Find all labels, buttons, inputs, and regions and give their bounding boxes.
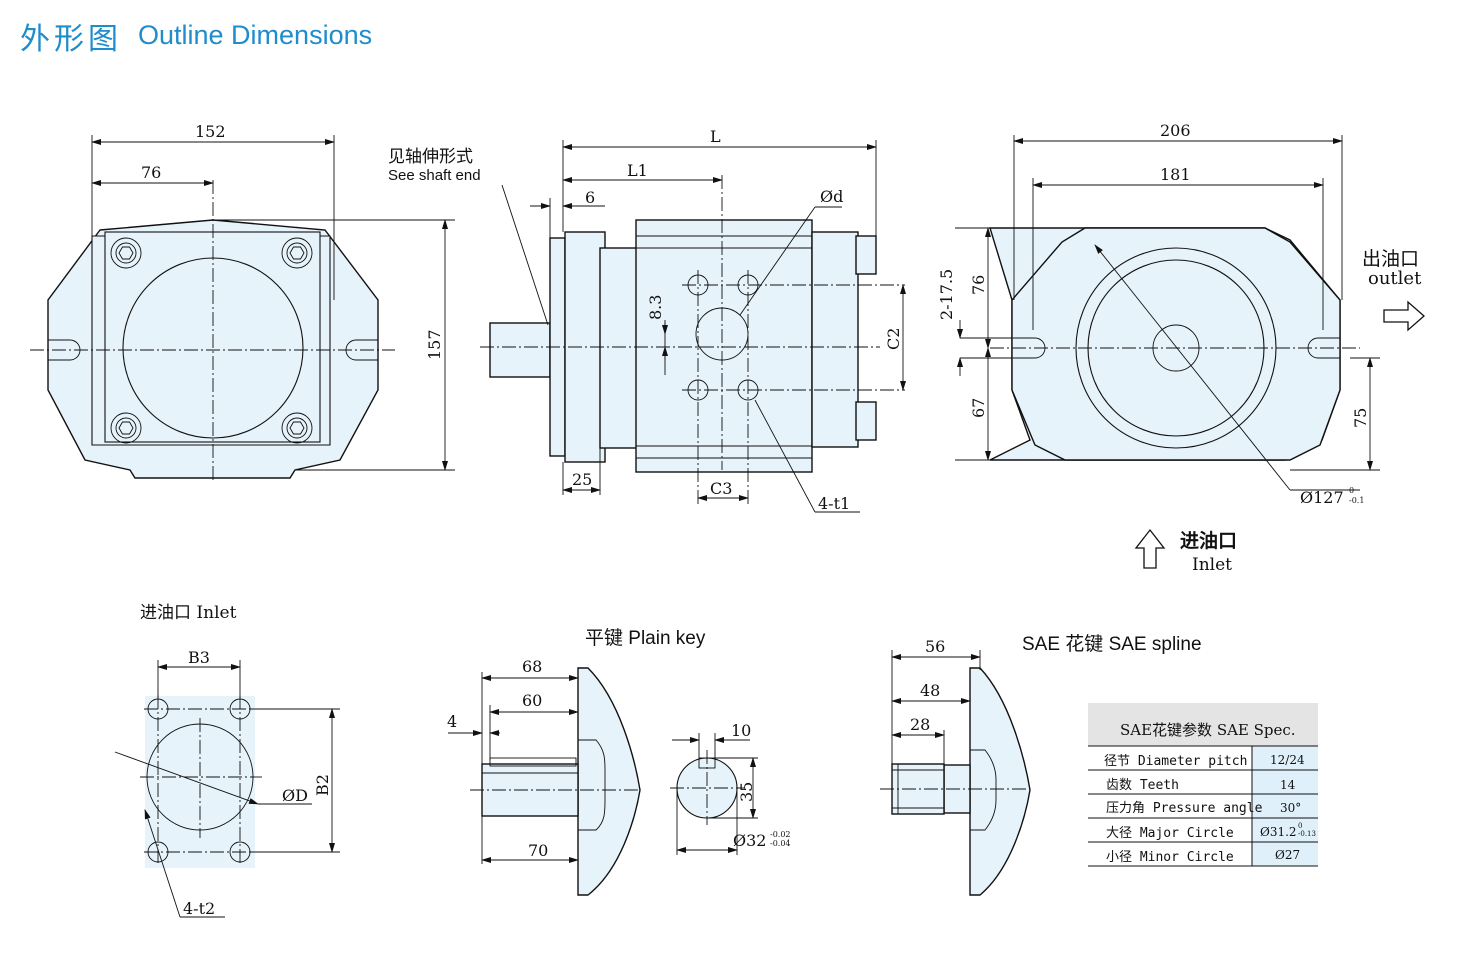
dim-height: 157 (425, 329, 444, 360)
page-title-en: Outline Dimensions (138, 20, 373, 50)
label-4-t1: 4-t1 (818, 494, 850, 513)
plain-key-view: 平键 Plain key 68 60 4 70 10 (447, 627, 791, 896)
bolt-icon (281, 237, 313, 269)
dim-C3: C3 (710, 479, 732, 498)
dim-75: 75 (1351, 408, 1370, 428)
dim-L1: L1 (627, 161, 648, 180)
dim-B2: B2 (313, 774, 332, 796)
inlet-flange-view: 进油口 Inlet B3 B2 ØD 4-t2 (114, 603, 340, 918)
spec-row-label: 压力角 Pressure angle (1106, 801, 1263, 816)
front-view: 152 76 157 (30, 122, 455, 482)
sae-spline-title: SAE 花键 SAE spline (1022, 633, 1202, 655)
spec-row-label: 齿数 Teeth (1106, 778, 1179, 793)
spec-row-value: Ø31.2 (1260, 825, 1297, 839)
inlet-cn: 进油口 (1180, 530, 1237, 552)
dim-d: Ød (820, 187, 843, 206)
dim-32: Ø32 (733, 831, 766, 850)
spec-row-label: 大径 Major Circle (1106, 826, 1234, 841)
dim-56: 56 (925, 637, 945, 656)
label-4-t2: 4-t2 (183, 899, 215, 918)
spec-row-tol-up: 0 (1298, 822, 1302, 830)
spec-table: SAE花键参数 SAE Spec. 径节 Diameter pitch 12/2… (1088, 703, 1318, 867)
arrow-right-icon (1383, 300, 1425, 332)
dim-25: 25 (572, 470, 592, 489)
dim-10: 10 (731, 721, 751, 740)
dim-28: 28 (910, 715, 930, 734)
dim-L: L (710, 127, 721, 146)
dim-6: 6 (585, 188, 595, 207)
dim-60: 60 (522, 691, 542, 710)
dim-4: 4 (447, 712, 457, 731)
dim-181: 181 (1160, 165, 1191, 184)
tol-127-low: -0.1 (1349, 496, 1364, 505)
dim-B3: B3 (188, 648, 210, 667)
dim-2-17-5: 2-17.5 (937, 269, 956, 320)
side-view: L L1 6 Ød 8.3 C2 C3 25 4-t1 见轴伸形式 See sh… (388, 127, 906, 513)
bolt-icon (110, 237, 142, 269)
sae-spline-view: SAE 花键 SAE spline 56 48 28 (880, 633, 1202, 896)
spec-row-value: 30° (1280, 801, 1301, 815)
dim-D: ØD (282, 786, 308, 805)
page-title-cn: 外形图 (20, 22, 122, 57)
spec-row-label: 小径 Minor Circle (1106, 850, 1234, 865)
dim-68: 68 (522, 657, 542, 676)
dim-35: 35 (737, 782, 756, 802)
tol-32-low: -0.04 (770, 839, 791, 848)
dim-8-3: 8.3 (646, 295, 665, 320)
plain-key-title: 平键 Plain key (585, 627, 706, 649)
rear-view: 206 181 2-17.5 76 67 75 Ø127 0 -0.1 出油口 … (937, 121, 1425, 575)
spec-table-header: SAE花键参数 SAE Spec. (1120, 721, 1296, 739)
dim-48: 48 (920, 681, 940, 700)
spec-row-label: 径节 Diameter pitch (1104, 754, 1247, 769)
dim-67: 67 (969, 398, 988, 418)
outlet-cn: 出油口 (1362, 248, 1419, 270)
inlet-en: Inlet (1192, 555, 1232, 575)
bolt-icon (281, 412, 313, 444)
bolt-icon (110, 412, 142, 444)
shaft-note-en: See shaft end (388, 167, 481, 184)
outlet-en: outlet (1368, 268, 1422, 289)
spec-row-tol-low: -0.13 (1298, 830, 1316, 838)
dim-C2: C2 (884, 328, 903, 350)
dim-76-rear: 76 (969, 275, 988, 295)
dim-70: 70 (528, 841, 548, 860)
tol-127-up: 0 (1349, 486, 1354, 495)
dim-width: 152 (195, 122, 226, 141)
arrow-up-icon (1134, 528, 1166, 569)
spec-row-value: 12/24 (1270, 753, 1305, 767)
shaft-note-cn: 见轴伸形式 (388, 147, 473, 167)
tol-32-up: -0.02 (770, 830, 791, 839)
dim-half: 76 (141, 163, 161, 182)
dim-206: 206 (1160, 121, 1191, 140)
spec-row-value: Ø27 (1275, 848, 1300, 862)
inlet-flange-label: 进油口 Inlet (140, 603, 237, 623)
spec-row-value: 14 (1280, 778, 1296, 792)
dim-127: Ø127 (1300, 488, 1344, 507)
